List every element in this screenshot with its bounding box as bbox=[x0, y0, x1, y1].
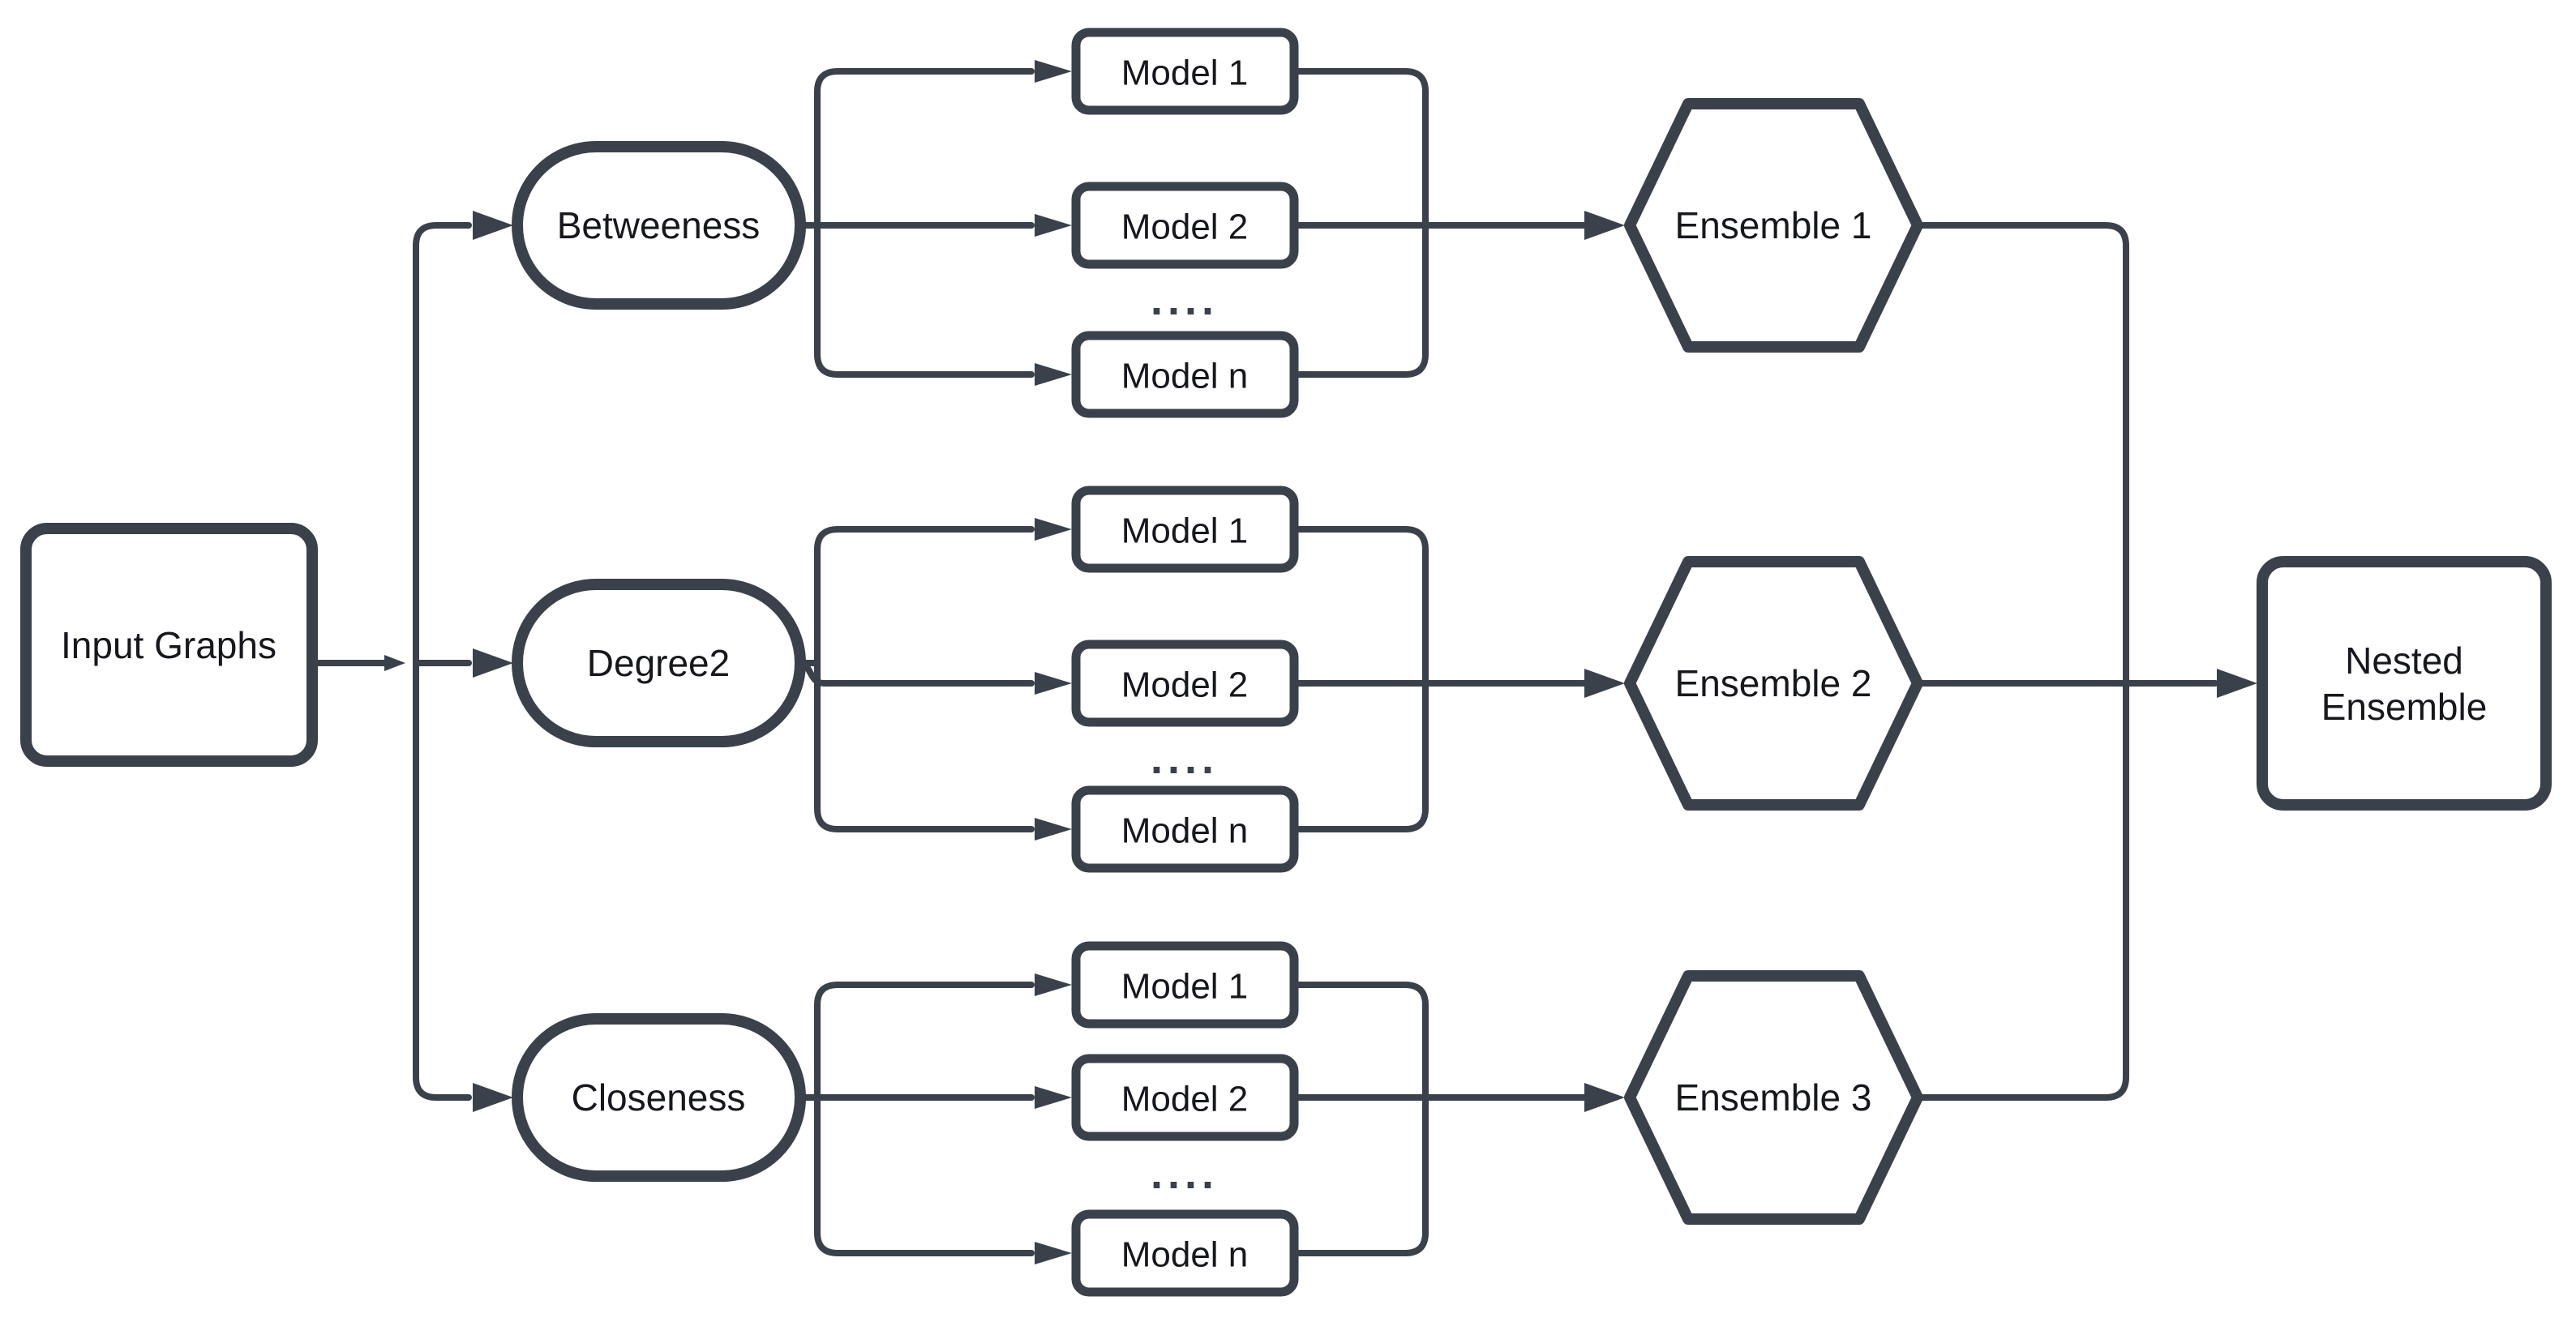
edge-closeness-to-model1 bbox=[797, 982, 1035, 1101]
edge-closeness-to-modeln bbox=[814, 1094, 1035, 1256]
arrowhead-g3-modeln bbox=[1035, 1242, 1072, 1264]
betweeness-label: Betweeness bbox=[557, 204, 761, 246]
g2-modeln-node bbox=[1071, 785, 1299, 873]
g2-ellipsis: .... bbox=[1151, 734, 1219, 783]
edge-junction-to-closeness bbox=[413, 660, 472, 1101]
nested-ensemble-label-line2: Ensemble bbox=[2321, 686, 2488, 728]
edge-degree2-to-modeln bbox=[814, 660, 1035, 832]
arrowhead-closeness bbox=[473, 1083, 513, 1112]
g1-model2-label: Model 2 bbox=[1121, 207, 1249, 247]
g3-model1-label: Model 1 bbox=[1121, 967, 1249, 1007]
ensemble3-node bbox=[1624, 970, 1923, 1225]
closeness-label: Closeness bbox=[572, 1076, 746, 1119]
g1-ellipsis: .... bbox=[1151, 276, 1219, 324]
arrowhead-nested-ensemble bbox=[2217, 669, 2257, 698]
betweeness-node bbox=[512, 141, 806, 310]
g3-model1-node bbox=[1071, 941, 1299, 1029]
g2-model2-node bbox=[1071, 640, 1299, 727]
ensemble2-node bbox=[1624, 556, 1923, 811]
g1-model1-label: Model 1 bbox=[1121, 53, 1249, 93]
edge-degree2-to-model2 bbox=[797, 660, 1035, 687]
edge-g3-merge bbox=[1291, 982, 1429, 1256]
degree2-node bbox=[512, 579, 806, 747]
arrowhead-g2-modeln bbox=[1035, 818, 1072, 841]
arrowhead-betweeness bbox=[473, 211, 513, 240]
g1-modeln-node bbox=[1071, 331, 1299, 418]
nested-ensemble-node bbox=[2257, 556, 2552, 811]
arrowhead-g1-model2 bbox=[1035, 214, 1072, 237]
closeness-node bbox=[512, 1013, 806, 1182]
edge-betweeness-to-modeln bbox=[814, 222, 1035, 378]
g1-model2-node bbox=[1071, 182, 1299, 269]
input-graphs-label: Input Graphs bbox=[61, 624, 276, 666]
edges bbox=[309, 60, 2257, 1264]
g2-modeln-label: Model n bbox=[1121, 811, 1249, 851]
arrowhead-ensemble3 bbox=[1584, 1083, 1625, 1112]
edge-betweeness-to-model1 bbox=[797, 68, 1035, 229]
edge-ensemble1-to-merge bbox=[1914, 222, 2129, 687]
g1-modeln-label: Model n bbox=[1121, 357, 1249, 396]
g1-model1-node bbox=[1071, 28, 1299, 115]
degree2-label: Degree2 bbox=[587, 642, 730, 684]
arrowhead-ensemble2 bbox=[1584, 669, 1625, 698]
g2-model2-label: Model 2 bbox=[1121, 665, 1249, 705]
g3-ellipsis: .... bbox=[1151, 1149, 1219, 1198]
edge-junction-to-betweeness bbox=[413, 222, 472, 666]
edge-g2-merge bbox=[1291, 526, 1429, 832]
arrowhead-g2-model1 bbox=[1035, 518, 1072, 541]
arrowhead-degree2 bbox=[473, 648, 513, 678]
g2-model1-node bbox=[1071, 486, 1299, 573]
arrowhead-g1-modeln bbox=[1035, 363, 1072, 386]
arrowhead-g2-model2 bbox=[1035, 672, 1072, 695]
ensemble2-label: Ensemble 2 bbox=[1675, 662, 1872, 704]
arrowhead-g3-model1 bbox=[1035, 973, 1072, 996]
arrowhead-g1-model1 bbox=[1035, 60, 1072, 83]
g3-model2-label: Model 2 bbox=[1121, 1080, 1249, 1119]
g2-model1-label: Model 1 bbox=[1121, 511, 1249, 551]
arrowhead-g3-model2 bbox=[1035, 1086, 1072, 1109]
g3-modeln-node bbox=[1071, 1209, 1299, 1297]
arrowhead-ensemble1 bbox=[1584, 211, 1625, 240]
g3-modeln-label: Model n bbox=[1121, 1235, 1249, 1275]
g3-model2-node bbox=[1071, 1054, 1299, 1141]
ensemble3-label: Ensemble 3 bbox=[1675, 1076, 1872, 1119]
nodes: Input Graphs Betweeness Degree2 Closenes… bbox=[20, 28, 2552, 1297]
edge-degree2-to-model1 bbox=[797, 526, 1035, 666]
nested-ensemble-label-line1: Nested bbox=[2345, 640, 2463, 682]
arrowhead-junction bbox=[384, 655, 405, 671]
input-graphs-node bbox=[20, 523, 318, 767]
ensemble1-label: Ensemble 1 bbox=[1675, 204, 1872, 246]
ensemble1-node bbox=[1624, 98, 1923, 353]
edge-ensemble3-to-merge bbox=[1914, 680, 2129, 1101]
